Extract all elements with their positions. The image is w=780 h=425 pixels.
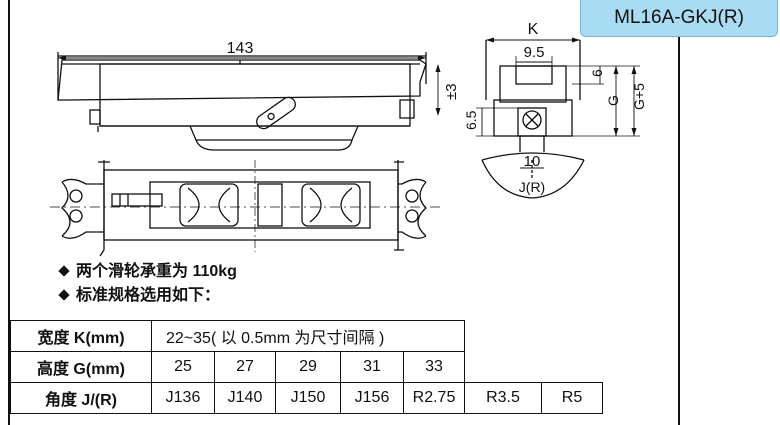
height-cell: 27 [214, 351, 276, 383]
height-cell: 31 [340, 351, 404, 383]
bullet-diamond-icon [58, 265, 70, 277]
notes: 两个滑轮承重为 110kg 标准规格选用如下： [56, 260, 237, 308]
height-cell: 33 [403, 351, 465, 383]
top-view [61, 160, 427, 257]
table-row-height: 高度 G(mm) 25 27 29 31 33 [10, 351, 603, 383]
dim-g-label: G [605, 95, 621, 106]
angle-cell: R3.5 [464, 382, 542, 414]
row-header-angle: 角度 J/(R) [10, 382, 152, 414]
height-cell: 25 [151, 351, 215, 383]
dim-angle-label: J(R) [519, 179, 545, 195]
angle-cell: J150 [275, 382, 341, 414]
model-badge: ML16A-GKJ(R) [580, 0, 778, 37]
width-range-cell: 22~35( 以 0.5mm 为尺寸间隔 ) [151, 320, 465, 352]
row-header-height: 高度 G(mm) [10, 351, 152, 383]
table-row-width: 宽度 K(mm) 22~35( 以 0.5mm 为尺寸间隔 ) [10, 320, 603, 352]
dim-ten-label: 10 [524, 153, 541, 170]
dim-adjust-label: ±3 [443, 83, 460, 100]
dim-slot-width-label: 9.5 [524, 44, 545, 61]
table-row-angle: 角度 J/(R) J136 J140 J150 J156 R2.75 R3.5 … [10, 382, 603, 414]
angle-cell: R5 [541, 382, 603, 414]
dim-length-label: 143 [227, 40, 254, 57]
spec-table: 宽度 K(mm) 22~35( 以 0.5mm 为尺寸间隔 ) 高度 G(mm)… [10, 320, 603, 414]
angle-cell: J140 [214, 382, 276, 414]
dim-k-label: K [528, 21, 539, 38]
angle-cell: R2.75 [403, 382, 465, 414]
angle-cell: J136 [151, 382, 215, 414]
height-cell: 29 [275, 351, 341, 383]
row-header-width: 宽度 K(mm) [10, 320, 152, 352]
note-spec: 标准规格选用如下： [56, 284, 237, 308]
side-view [57, 52, 427, 151]
dim-g-plus-5-label: G+5 [631, 83, 647, 110]
section-view [481, 40, 585, 199]
frame-right-border [678, 0, 680, 425]
note-load: 两个滑轮承重为 110kg [56, 260, 237, 284]
dim-six-five-label: 6.5 [463, 110, 479, 130]
dim-six-label: 6 [589, 69, 605, 77]
bullet-diamond-icon [58, 289, 70, 301]
angle-cell: J156 [340, 382, 404, 414]
frame-left-border [8, 0, 10, 425]
